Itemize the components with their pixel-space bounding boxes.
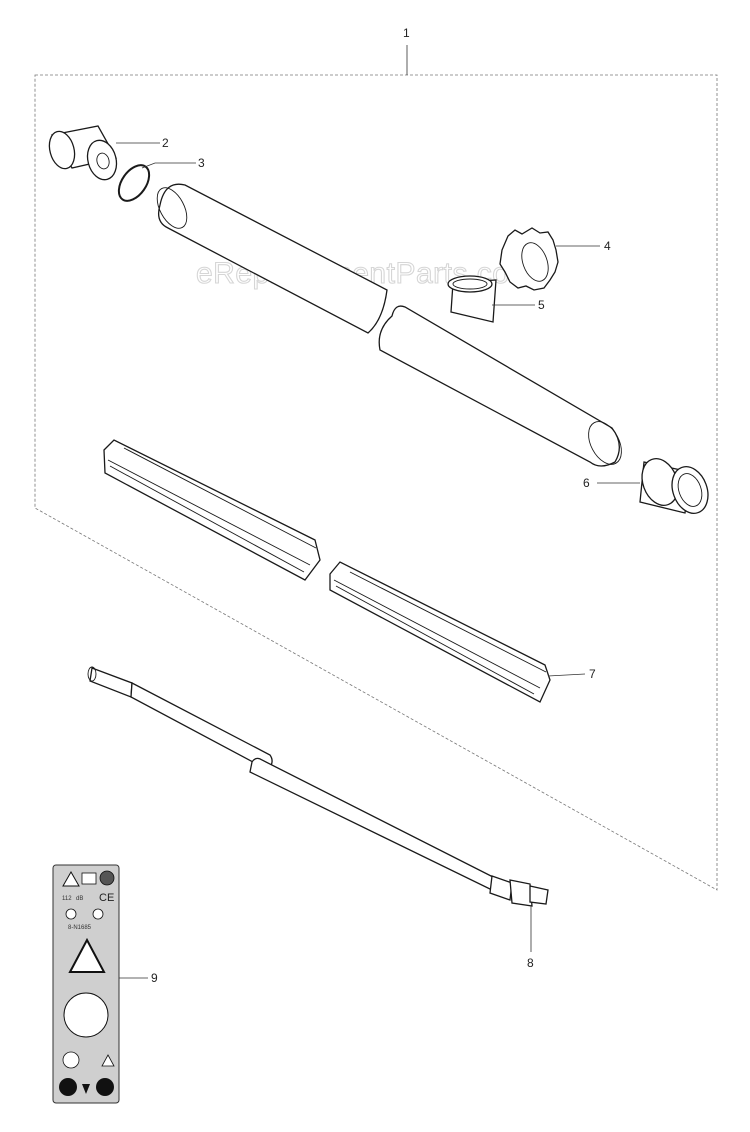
callout-8: 8 [527, 956, 534, 970]
gear-icon [65, 908, 77, 920]
callout-6: 6 [583, 476, 590, 490]
hazard-triangle-icon [68, 937, 106, 973]
part-liner [103, 439, 586, 703]
callout-1: 1 [403, 26, 410, 40]
decal-code: 8-N1685 [68, 925, 92, 931]
warning-triangle-icon [62, 870, 80, 887]
part-gear-nut [499, 227, 600, 291]
part-o-ring [117, 162, 196, 202]
callout-9: 9 [151, 971, 158, 985]
part-sleeve [447, 275, 535, 323]
ce-mark: CE [99, 892, 114, 904]
part-bushing [597, 458, 709, 514]
sound-level-value: 112 [62, 896, 72, 902]
part-tube-lower [378, 305, 622, 467]
callout-3: 3 [198, 156, 205, 170]
callout-5: 5 [538, 298, 545, 312]
caution-triangle-icon [101, 1054, 115, 1067]
part-end-cap [48, 125, 160, 181]
down-arrow-icon [82, 1084, 90, 1094]
safety-decal: 112 dB CE 8-N1685 [52, 864, 148, 1104]
boot-icon [96, 1078, 114, 1096]
callout-4: 4 [604, 239, 611, 253]
manual-book-icon [81, 872, 97, 885]
assembly-boundary [34, 45, 718, 891]
callout-labels: 1 2 3 4 5 6 7 8 9 [151, 26, 611, 985]
callout-7: 7 [589, 667, 596, 681]
part-tube-upper [156, 183, 388, 334]
eye-protection-icon [59, 1078, 77, 1096]
helmet-icon [99, 870, 115, 886]
protection-icon [92, 908, 104, 920]
no-use-icon [62, 1051, 80, 1069]
sound-level-unit: dB [76, 896, 83, 902]
operator-distance-icon [63, 992, 109, 1038]
part-drive-shaft [87, 666, 549, 952]
callout-2: 2 [162, 136, 169, 150]
